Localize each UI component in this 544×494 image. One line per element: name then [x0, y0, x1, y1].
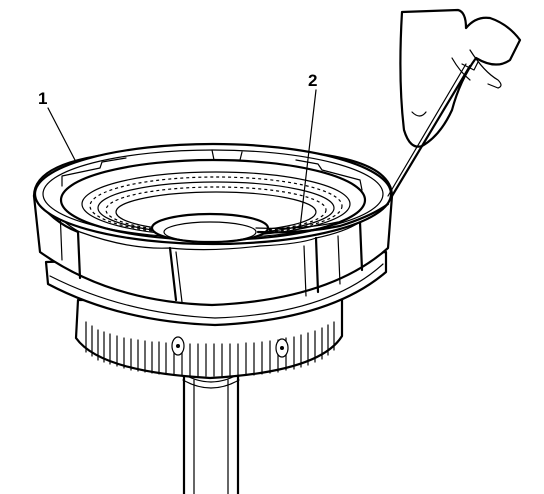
- center-bore: [150, 212, 270, 244]
- housing-rim: [33, 142, 393, 246]
- callout-2-label: 2: [308, 71, 317, 90]
- hand-with-pick-tool: [387, 8, 522, 198]
- callout-leaders: [47, 89, 317, 229]
- input-shaft: [179, 371, 243, 494]
- leader-line-1: [47, 107, 77, 163]
- leader-line-2: [299, 89, 317, 229]
- callout-1-label: 1: [38, 89, 47, 108]
